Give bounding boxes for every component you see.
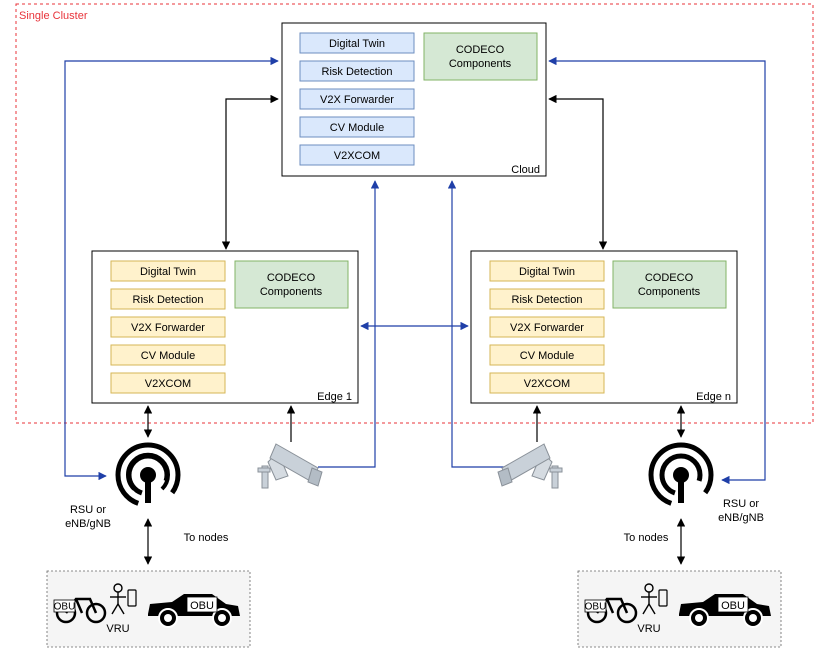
cloud-service-v2xcom <box>299 144 415 166</box>
edge-n-label: Edge n <box>696 391 731 403</box>
rsu-label-line: RSU or <box>70 504 106 516</box>
antenna-icon <box>115 442 181 508</box>
rsu-label-line: RSU or <box>723 498 759 510</box>
single-cluster-boundary <box>15 3 814 424</box>
obu-label: OBU <box>585 602 607 613</box>
codeco-label-line: CODECO <box>456 44 505 56</box>
to-nodes-label: To nodes <box>184 532 229 544</box>
edge-service-label: V2X Forwarder <box>131 322 205 334</box>
cloud-service-label: Risk Detection <box>322 66 393 78</box>
edge-1-label: Edge 1 <box>317 391 352 403</box>
edge-n-codeco-box <box>612 260 727 309</box>
cloud-node: Cloud Digital Twin Risk Detection V2X Fo… <box>281 22 547 177</box>
camera-right-cloud-link <box>447 180 512 468</box>
cloud-edge1-link <box>221 94 279 250</box>
camera-icon <box>257 443 323 489</box>
camera-left-cloud-link <box>318 180 380 468</box>
obu-label: OBU <box>721 600 745 612</box>
nodes-group-left: OBU VRU OBU <box>46 570 251 648</box>
cloud-service-label: Digital Twin <box>329 38 385 50</box>
obu-label: OBU <box>54 602 76 613</box>
cloud-service-label: V2XCOM <box>334 150 380 162</box>
nodes-group-right: OBU VRU OBU <box>577 570 782 648</box>
cluster-label: Single Cluster <box>19 10 88 22</box>
to-nodes-label: To nodes <box>624 532 669 544</box>
obu-label: OBU <box>190 600 214 612</box>
edge-service-label: V2XCOM <box>524 378 570 390</box>
cloud-edgen-link <box>548 94 608 250</box>
edge-n-node: Edge n Digital Twin Risk Detection V2X F… <box>470 250 738 404</box>
cloud-service-risk-detection <box>299 60 415 82</box>
codeco-label-line: Components <box>260 286 323 298</box>
camera-icon <box>497 443 563 489</box>
codeco-label-line: CODECO <box>267 272 316 284</box>
cloud-service-label: V2X Forwarder <box>320 94 394 106</box>
codeco-label-line: Components <box>638 286 701 298</box>
pedestrian-icon <box>641 583 668 615</box>
edge-service-label: Risk Detection <box>512 294 583 306</box>
cloud-codeco-box <box>423 32 538 81</box>
rsu-label-line: eNB/gNB <box>718 512 764 524</box>
cloud-service-cv-module <box>299 116 415 138</box>
edge-service-label: CV Module <box>520 350 574 362</box>
rsu-right-cloud-link <box>548 56 766 485</box>
cloud-service-digital-twin <box>299 32 415 54</box>
edge-service-label: CV Module <box>141 350 195 362</box>
cloud-service-v2x-forwarder <box>299 88 415 110</box>
edge-service-label: Digital Twin <box>140 266 196 278</box>
antenna-icon <box>648 442 714 508</box>
vru-label: VRU <box>106 623 129 635</box>
edge-1-node: Edge 1 Digital Twin Risk Detection V2X F… <box>91 250 359 404</box>
rsu-label-line: eNB/gNB <box>65 518 111 530</box>
cloud-label: Cloud <box>511 164 540 176</box>
edge-service-label: V2XCOM <box>145 378 191 390</box>
edge-1-codeco-box <box>234 260 349 309</box>
edge-service-label: V2X Forwarder <box>510 322 584 334</box>
vru-label: VRU <box>637 623 660 635</box>
edge-service-label: Digital Twin <box>519 266 575 278</box>
cloud-service-label: CV Module <box>330 122 384 134</box>
edge-service-label: Risk Detection <box>133 294 204 306</box>
pedestrian-icon <box>110 583 137 615</box>
codeco-label-line: Components <box>449 58 512 70</box>
rsu-left-cloud-link <box>64 56 279 481</box>
codeco-label-line: CODECO <box>645 272 694 284</box>
